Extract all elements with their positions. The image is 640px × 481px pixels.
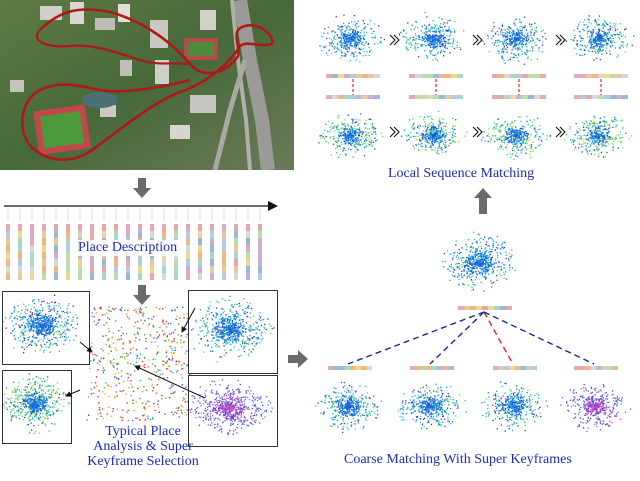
sequence-cloud-database (563, 115, 633, 158)
sequence-cloud-query (319, 14, 386, 63)
double-chevron-icon (555, 34, 562, 46)
coarse-matching-label: Coarse Matching With Super Keyframes (344, 452, 572, 467)
sequence-cloud-database (481, 115, 552, 160)
place-description-label: Place Description (76, 240, 180, 256)
super-keyframe-cloud (315, 381, 383, 434)
coarse-matching-tree (308, 214, 640, 454)
typical-place-line2: Analysis & Super (93, 439, 193, 454)
keyframe-panel-bottom-left (2, 370, 72, 444)
local-sequence-matching-label: Local Sequence Matching (388, 166, 535, 181)
keyframe-panel-top-right (188, 290, 278, 374)
double-chevron-icon (472, 126, 479, 138)
typical-place-line1: Typical Place (105, 424, 181, 439)
double-chevron-icon (472, 34, 479, 46)
keyframe-pointers (65, 307, 206, 399)
super-keyframe-cloud (481, 381, 548, 432)
sequence-cloud-query (482, 16, 547, 65)
sequence-cloud-database (400, 110, 468, 155)
up-arrow-icon (474, 188, 492, 214)
local-sequence-matching (300, 0, 640, 170)
sequence-cloud-query (398, 11, 465, 62)
keyframe-panel-top-left (2, 291, 90, 365)
sequence-cloud-database (318, 113, 384, 158)
double-chevron-icon (389, 34, 396, 46)
trajectory-path (21, 8, 274, 161)
sequence-cloud-query (565, 15, 635, 61)
right-arrow-icon (288, 350, 308, 368)
super-keyframe-cloud (560, 384, 632, 433)
aerial-map (0, 0, 294, 170)
down-arrow-icon (133, 285, 151, 305)
typical-place-label: Typical Place Analysis & Super Keyframe … (68, 424, 218, 469)
super-keyframe-cloud (397, 383, 467, 430)
typical-place-line3: Keyframe Selection (87, 454, 199, 469)
down-arrow-icon (133, 178, 151, 198)
double-chevron-icon (389, 126, 396, 138)
keyframe-panel-bottom-right (188, 375, 278, 447)
query-cloud (442, 231, 516, 292)
double-chevron-icon (555, 126, 562, 138)
